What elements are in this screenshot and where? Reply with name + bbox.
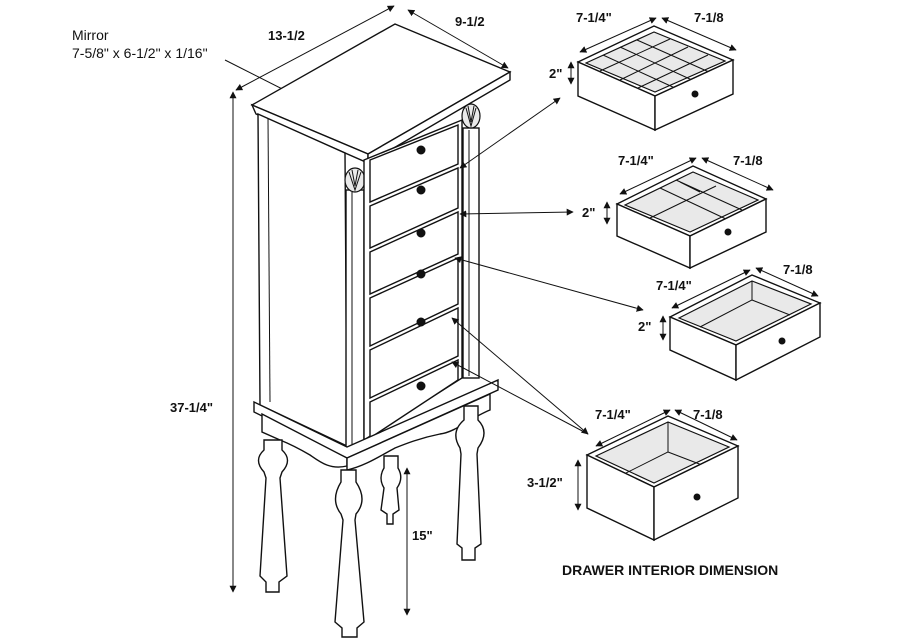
- height-dimension-label: 37-1/4": [170, 400, 213, 415]
- drawer-1-height-label: 2": [549, 66, 562, 81]
- front-right-leg: [455, 405, 485, 561]
- drawer-4: 7-1/4" 7-1/8 3-1/2": [527, 407, 740, 542]
- width-dimension-label: 13-1/2: [268, 28, 305, 43]
- depth-dimension-label: 9-1/2: [455, 14, 485, 29]
- mirror-size-label: 7-5/8" x 6-1/2" x 1/16": [72, 45, 208, 61]
- drawer-3: 7-1/4" 7-1/8 2": [638, 262, 822, 382]
- drawer-4-depth-label: 7-1/8: [693, 407, 723, 422]
- drawer-2-depth-label: 7-1/8: [733, 153, 763, 168]
- pointer-drawer-1: [459, 97, 561, 169]
- pointer-drawer-2: [459, 208, 574, 218]
- mirror-label: Mirror: [72, 27, 109, 43]
- leg-height-dimension-label: 15": [412, 528, 433, 543]
- drawer-1-depth-label: 7-1/8: [694, 10, 724, 25]
- width-dimension-line: [235, 5, 395, 91]
- front-center-leg: [334, 469, 365, 638]
- armoire: [250, 23, 512, 638]
- drawer-4-height-label: 3-1/2": [527, 475, 563, 490]
- drawer-2-height-label: 2": [582, 205, 595, 220]
- drawer-4-width-label: 7-1/4": [595, 407, 631, 422]
- front-left-leg: [257, 439, 289, 593]
- drawer-2-width-label: 7-1/4": [618, 153, 654, 168]
- drawer-3-height-label: 2": [638, 319, 651, 334]
- drawer-3-width-label: 7-1/4": [656, 278, 692, 293]
- pointer-drawer-4b: [451, 361, 589, 435]
- pointer-drawer-3: [454, 256, 644, 312]
- back-leg: [380, 455, 402, 525]
- depth-dimension-line: [407, 9, 509, 69]
- drawer-2: 7-1/4" 7-1/8 2": [582, 153, 774, 270]
- drawer-1-width-label: 7-1/4": [576, 10, 612, 25]
- drawer-1: 7-1/4" 7-1/8 2": [549, 10, 737, 132]
- drawer-3-depth-label: 7-1/8: [783, 262, 813, 277]
- drawer-interior-caption: DRAWER INTERIOR DIMENSION: [562, 562, 778, 578]
- pointer-drawer-4a: [451, 317, 589, 435]
